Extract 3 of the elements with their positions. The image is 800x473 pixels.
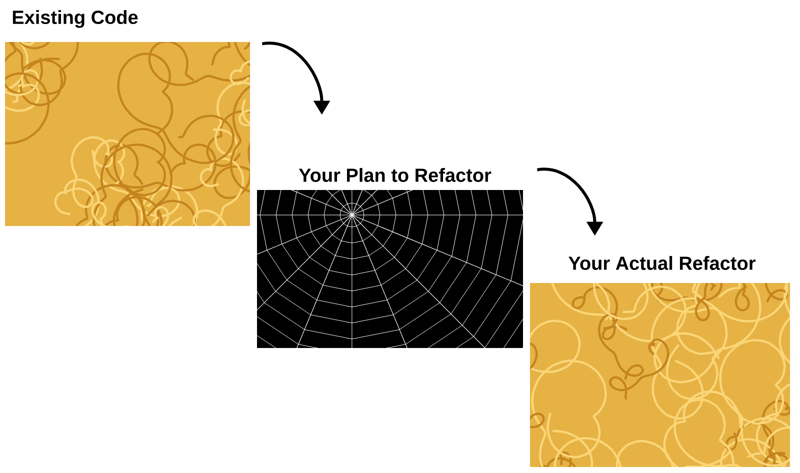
heading: Your Plan to Refactor: [298, 168, 492, 182]
heading: Existing Code: [12, 10, 138, 28]
heading: Your Actual Refactor: [568, 256, 756, 270]
